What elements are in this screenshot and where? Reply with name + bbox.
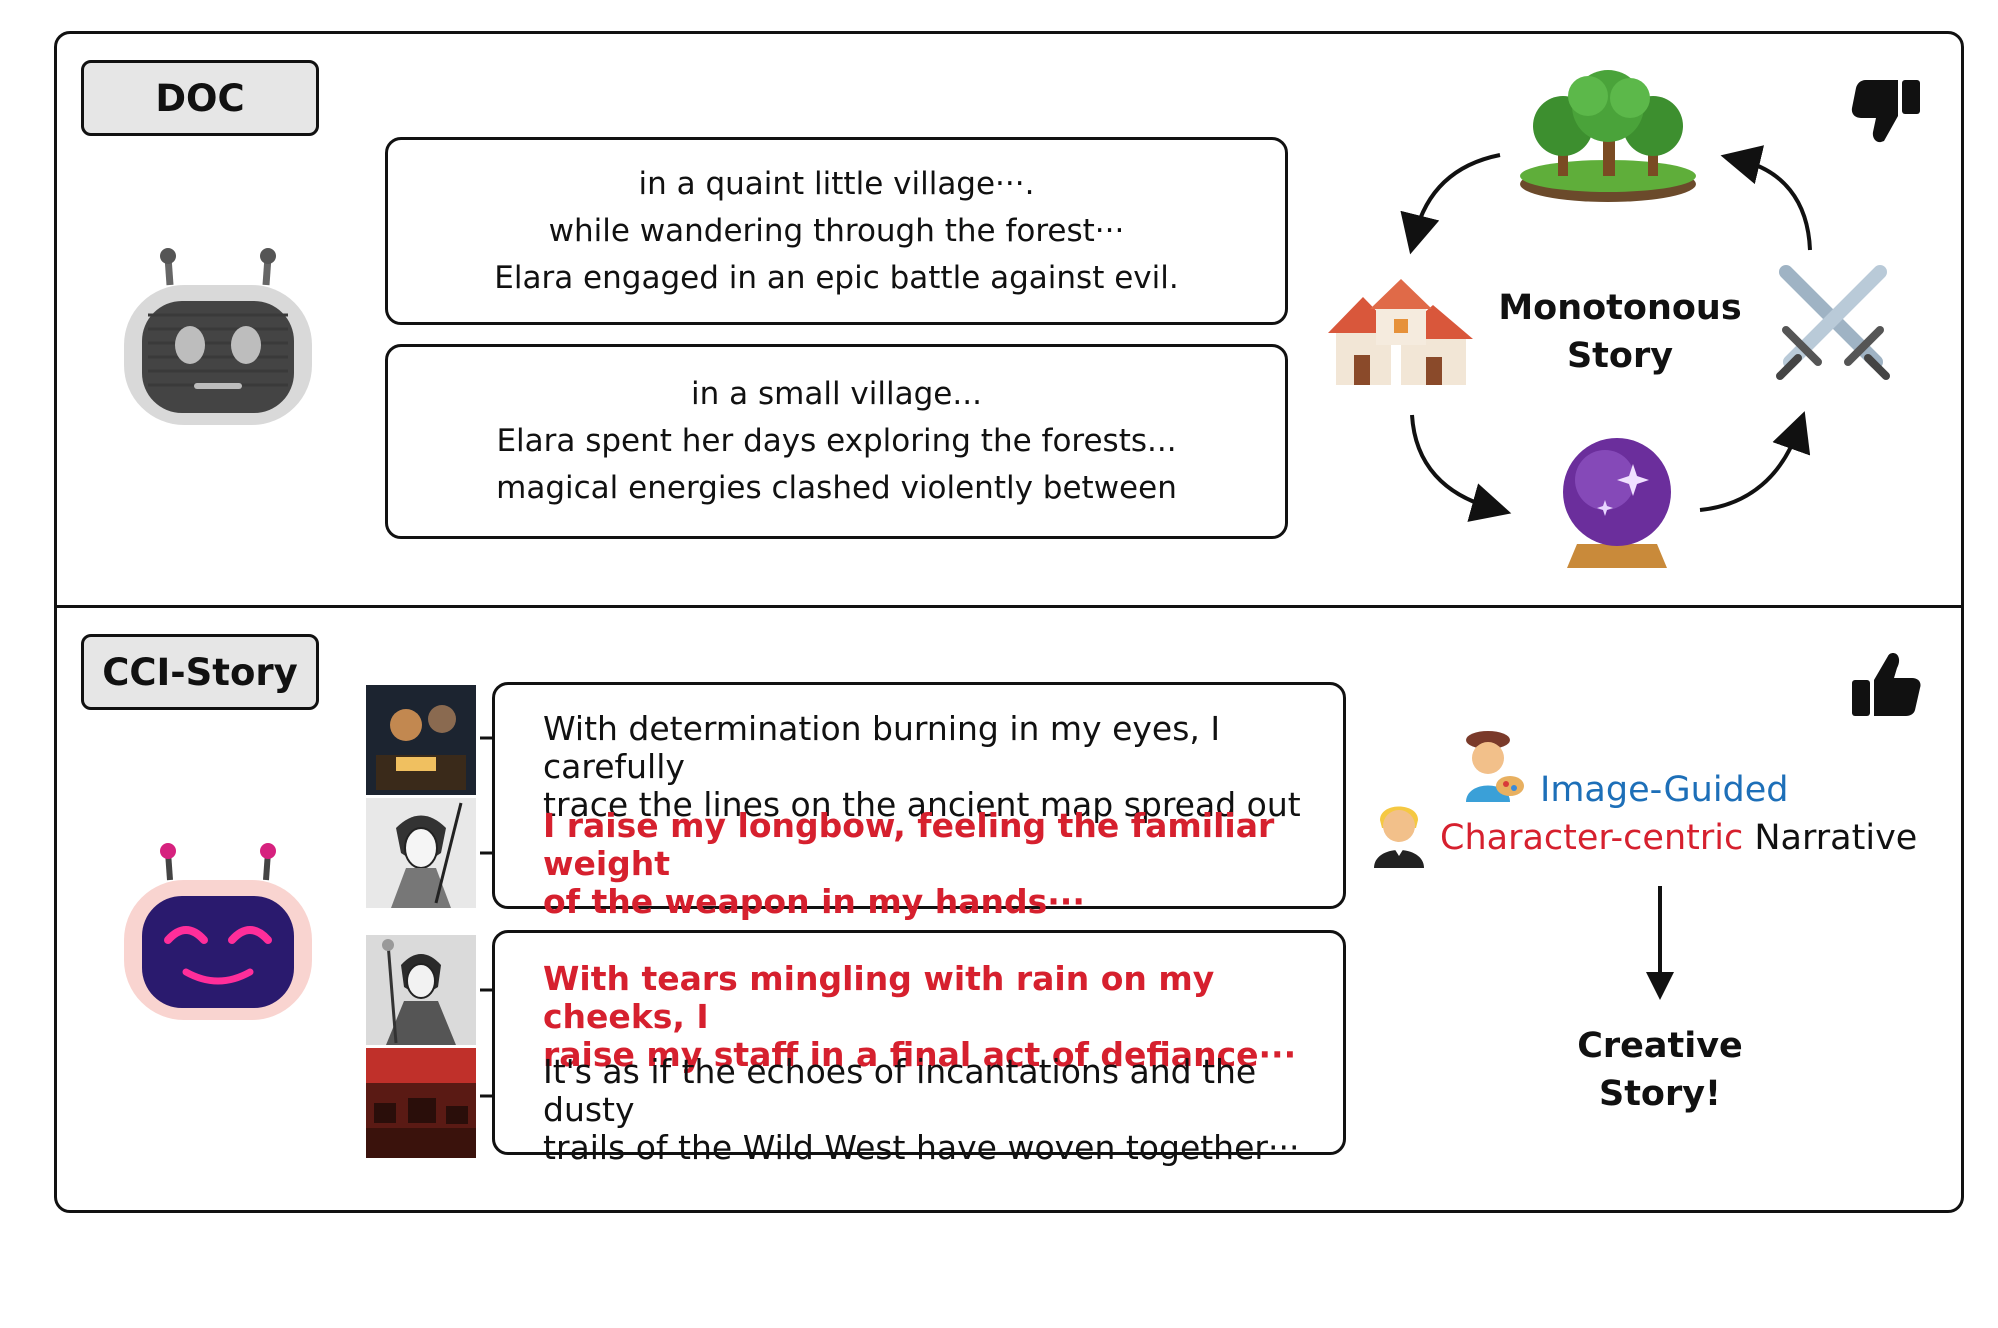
- crystal-ball-icon: [1563, 438, 1671, 568]
- houses-icon: [1328, 279, 1473, 385]
- image-guided-text: Image-Guided: [1540, 770, 1789, 810]
- cci-story-label: CCI-Story: [81, 634, 319, 710]
- doc-story-box-1: in a quaint little village···. while wan…: [385, 137, 1288, 325]
- crossed-swords-icon: [1776, 265, 1890, 380]
- story-exclaim-line: Story!: [1598, 1074, 1722, 1114]
- cci-box2-highlight-line: raise my staff in a final act of defianc…: [543, 1035, 1297, 1074]
- cci-box1-highlight-line: of the weapon in my hands···: [543, 882, 1085, 921]
- cci-box2-highlight-line: With tears mingling with rain on my chee…: [543, 959, 1215, 1036]
- thumbs-up-icon: [1852, 653, 1921, 716]
- creative-story-label: Creative Story!: [1520, 1022, 1800, 1118]
- doc-story-box-2: in a small village... Elara spent her da…: [385, 344, 1288, 539]
- image-guided-label: Image-Guided: [1540, 768, 1789, 812]
- story-image-wild-west-icon: [366, 1048, 476, 1158]
- monotonous-cycle-diagram: [1400, 145, 1812, 522]
- character-centric-text: Character-centric: [1440, 818, 1744, 858]
- robot-happy-icon: [124, 843, 312, 1020]
- doc-box2-line: magical energies clashed violently betwe…: [496, 470, 1177, 506]
- section-divider: [54, 605, 1964, 608]
- monotonous-line: Monotonous: [1498, 288, 1742, 328]
- story-line: Story: [1566, 336, 1674, 376]
- story-image-map-icon: [366, 685, 476, 795]
- character-centric-narrative-label: Character-centric Narrative: [1440, 816, 1917, 860]
- doc-box1-line: Elara engaged in an epic battle against …: [494, 259, 1179, 296]
- outer-frame: [54, 31, 1964, 1213]
- cci-box2-line: It's as if the echoes of incantations an…: [543, 1052, 1257, 1129]
- cci-box2-line: trails of the Wild West have woven toget…: [543, 1128, 1300, 1167]
- doc-label: DOC: [81, 60, 319, 136]
- robot-gray-icon: [124, 248, 312, 425]
- doc-box1-line: while wandering through the forest···: [548, 212, 1125, 249]
- cci-box1-line: With determination burning in my eyes, I…: [543, 709, 1221, 786]
- artist-icon: [1466, 731, 1524, 802]
- forest-icon: [1520, 70, 1696, 202]
- narrative-text: Narrative: [1754, 818, 1918, 858]
- doc-box2-line: in a small village...: [691, 376, 982, 412]
- cci-story-box-1: With determination burning in my eyes, I…: [492, 682, 1346, 921]
- story-image-archer-icon: [366, 798, 476, 908]
- cci-story-box-2: With tears mingling with rain on my chee…: [492, 930, 1346, 1167]
- monotonous-story-label: Monotonous Story: [1480, 284, 1760, 380]
- doc-box1-line: in a quaint little village···.: [638, 165, 1035, 202]
- creative-line: Creative: [1577, 1026, 1743, 1066]
- person-icon: [1374, 806, 1424, 868]
- cci-box1-line: trace the lines on the ancient map sprea…: [543, 785, 1301, 824]
- down-arrow-icon: [1646, 886, 1674, 1000]
- doc-box2-line: Elara spent her days exploring the fores…: [496, 423, 1177, 459]
- thumbs-down-icon: [1851, 80, 1920, 143]
- story-image-mage-icon: [366, 935, 476, 1045]
- cci-box1-highlight-line: I raise my longbow, feeling the familiar…: [543, 806, 1275, 883]
